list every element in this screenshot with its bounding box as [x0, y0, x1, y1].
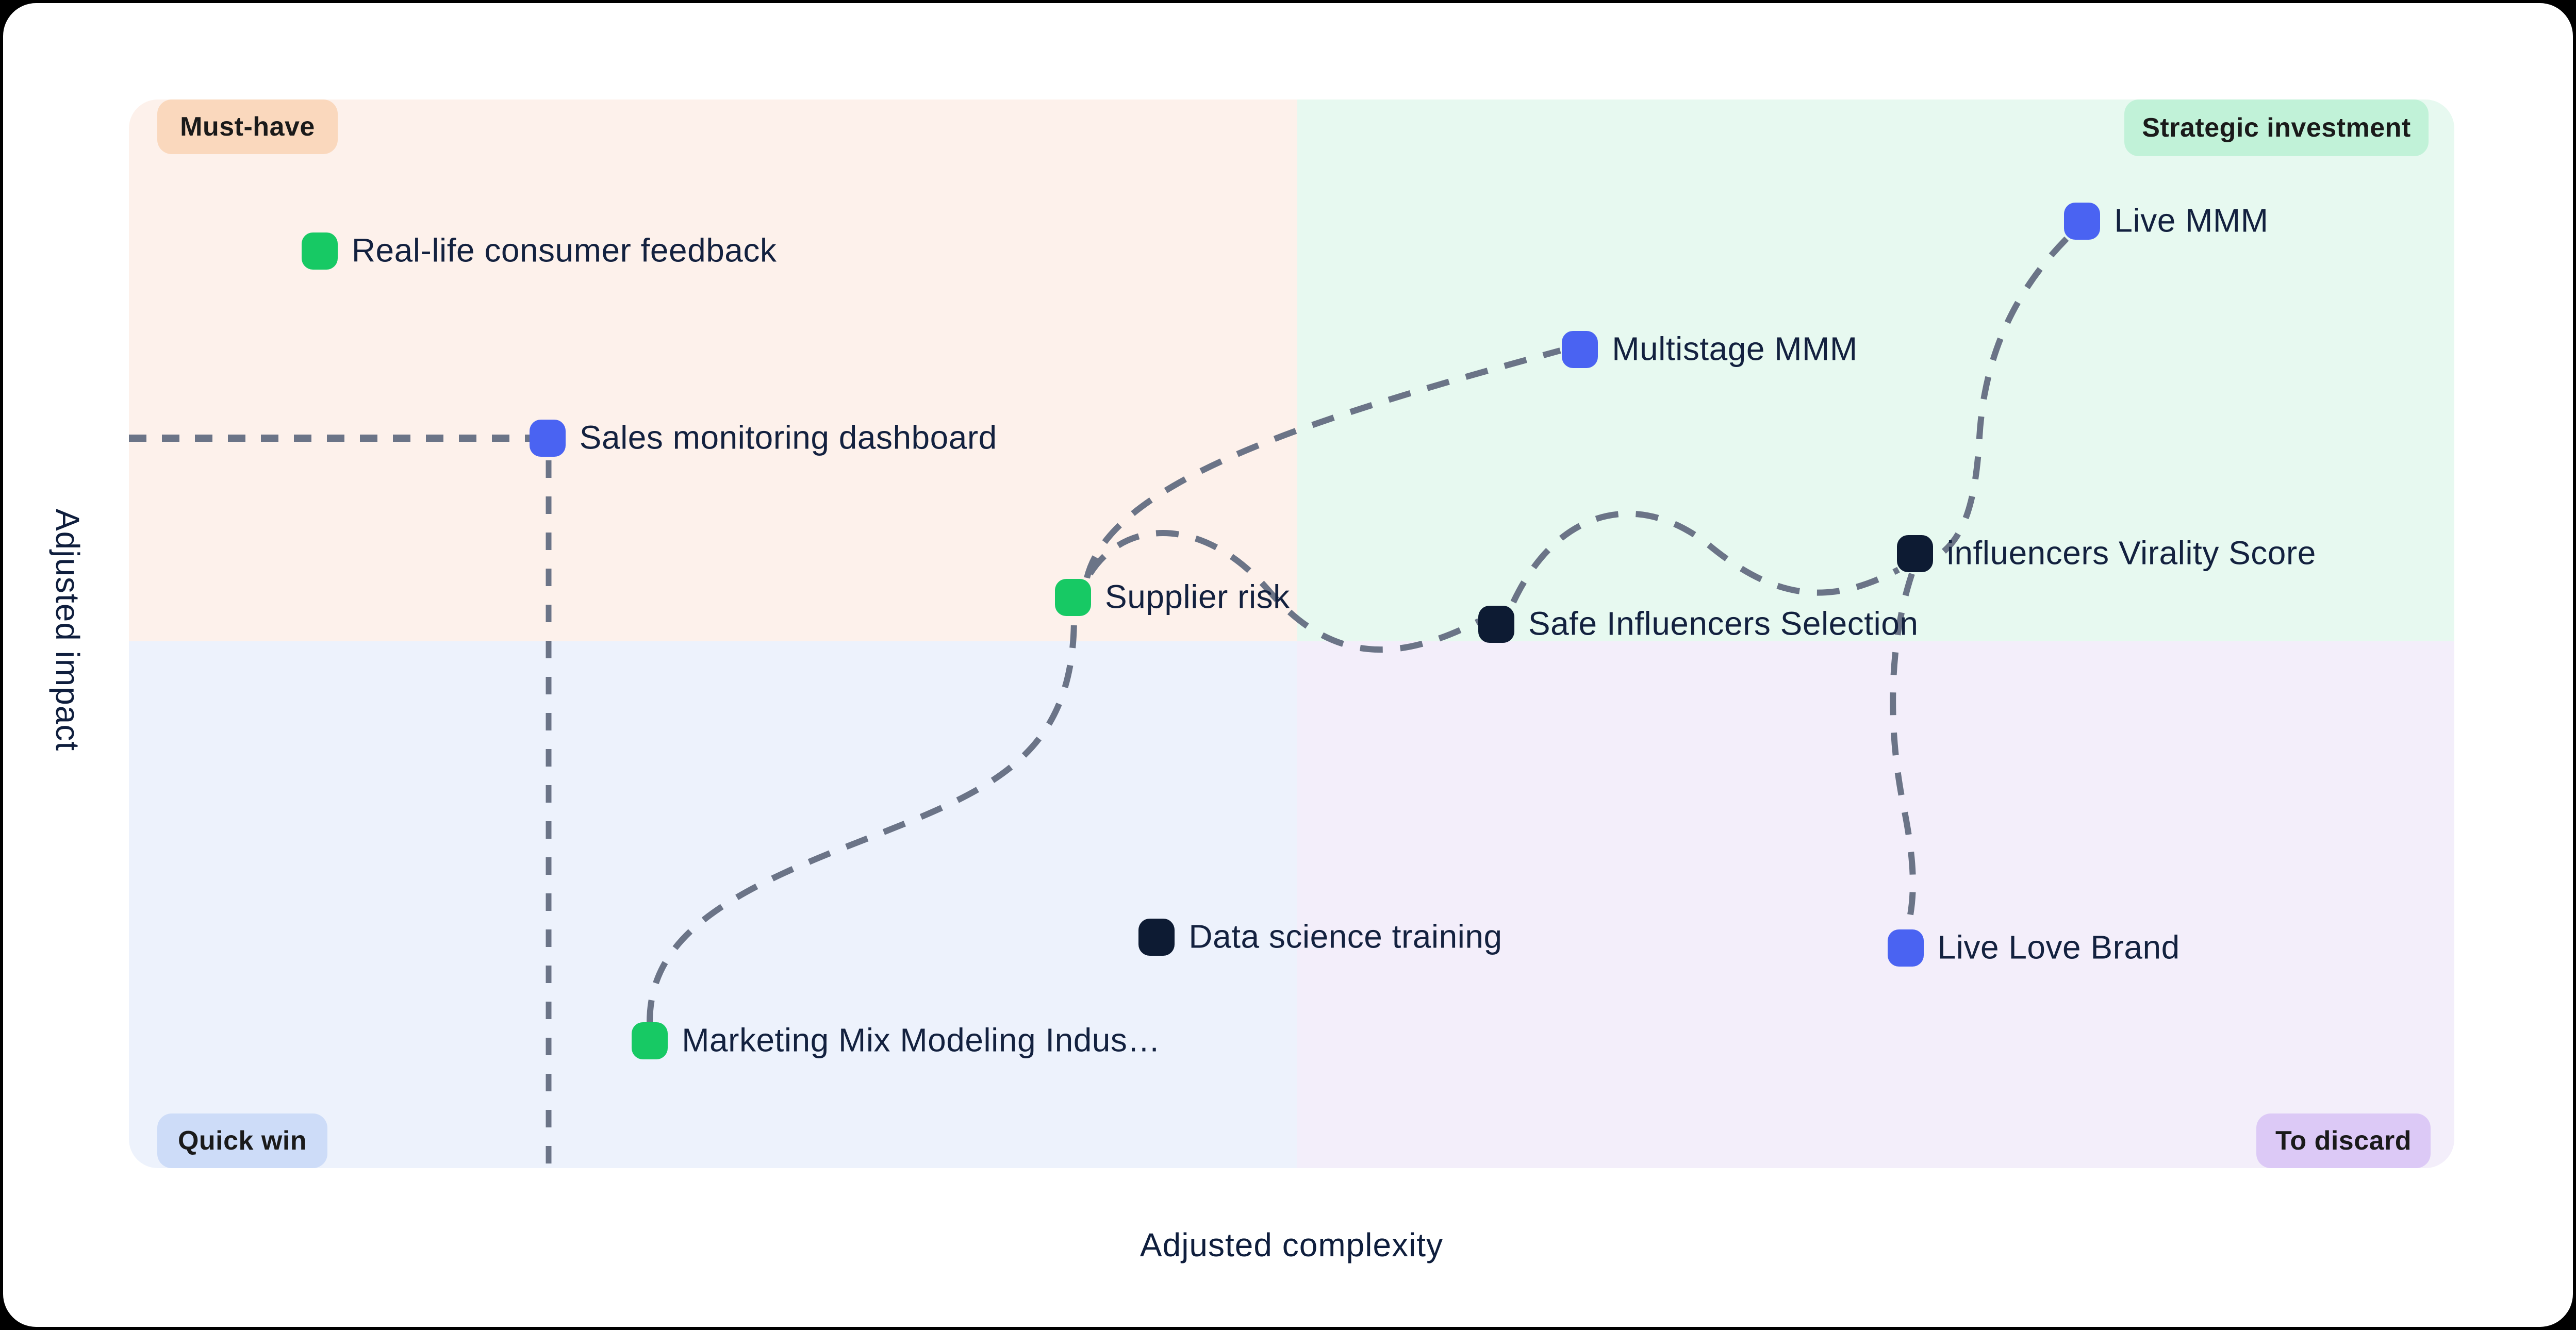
connector-supplier-risk-to-multistage-mmm [1084, 347, 1561, 579]
data-point-label: influencers Virality Score [1946, 534, 2316, 572]
connector-virality-score-to-live-love-brand [1890, 573, 1916, 928]
quadrant-badge-to-discard: To discard [2256, 1113, 2431, 1168]
data-point-label: Sales monitoring dashboard [579, 419, 997, 456]
quadrant-strategic-investment [1297, 99, 2454, 641]
connector-lines [129, 236, 2069, 1168]
data-point-label: Supplier risk [1105, 578, 1290, 616]
data-point-marker[interactable] [1138, 919, 1175, 956]
data-point-label: Safe Influencers Selection [1528, 605, 1919, 642]
quadrant-badge-quick-win: Quick win [157, 1113, 327, 1168]
data-point-label: Live MMM [2114, 202, 2269, 239]
quadrant-quick-win [129, 641, 1297, 1168]
connector-marketing-mix-to-supplier-risk [647, 617, 1077, 1023]
connector-safe-influencers-to-virality-score [1510, 510, 1900, 604]
connector-live-mmm-to-virality-score [1934, 236, 2069, 560]
y-axis-label: Adjusted impact [49, 508, 86, 752]
data-point-marker[interactable] [301, 232, 338, 270]
chart-card: Real-life consumer feedback Sales monito… [3, 3, 2573, 1327]
data-point-label: Multistage MMM [1612, 330, 1858, 368]
data-point-label: Data science training [1188, 918, 1502, 955]
quadrant-to-discard [1297, 641, 2454, 1168]
data-point-marker[interactable] [1055, 579, 1092, 617]
quadrant-badge-must-have: Must-have [157, 99, 338, 154]
data-point-label: Marketing Mix Modeling Indus… [682, 1021, 1161, 1059]
x-axis-label: Adjusted complexity [1140, 1226, 1444, 1264]
data-point-label: Real-life consumer feedback [351, 231, 777, 269]
quadrant-chart: Real-life consumer feedback Sales monito… [129, 99, 2454, 1168]
data-point-marker[interactable] [1478, 605, 1514, 643]
connector-supplier-risk-to-safe-influencers [1087, 530, 1480, 653]
data-point-marker[interactable] [2064, 203, 2101, 240]
data-point-marker[interactable] [632, 1022, 668, 1060]
data-point-marker[interactable] [529, 420, 566, 457]
data-point-marker[interactable] [1562, 331, 1598, 369]
data-point-marker[interactable] [1896, 535, 1933, 573]
quadrant-badge-strategic-investment: Strategic investment [2124, 99, 2429, 156]
data-point-label: Live Love Brand [1937, 928, 2180, 966]
quadrant-must-have [129, 99, 1297, 641]
data-point-marker[interactable] [1887, 929, 1924, 967]
